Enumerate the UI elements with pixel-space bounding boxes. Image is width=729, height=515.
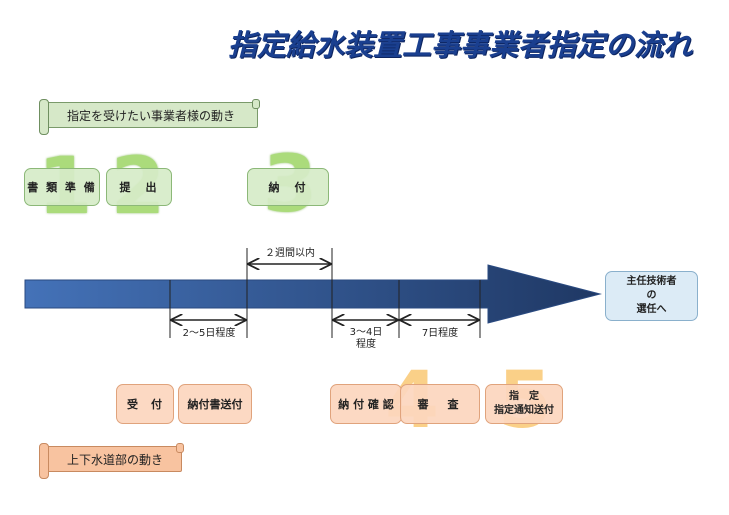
final-box-line2: の (646, 290, 657, 301)
step-label: 書 類 準 備 (27, 181, 97, 194)
applicant-label: 指定を受けたい事業者様の動き (67, 109, 236, 123)
step-submission: 提 出 (106, 168, 172, 206)
final-box-line1: 主任技術者 (626, 276, 677, 287)
step-reception: 受 付 (116, 384, 174, 424)
step-label: 納付書送付 (187, 398, 243, 411)
step-designation: 指 定 指定通知送付 (485, 384, 563, 424)
step-label-line2: 指定通知送付 (494, 405, 554, 416)
step-label: 納 付 (268, 181, 308, 194)
step-label-line1: 指 定 (509, 391, 539, 402)
step-payment-confirmation: 納 付 確 認 (330, 384, 402, 424)
period-label-3-4days: 3～4日 程度 (334, 327, 398, 351)
period-label-line2: 程度 (356, 339, 376, 350)
period-label-7days: 7日程度 (421, 328, 459, 339)
waterworks-label: 上下水道部の動き (67, 453, 164, 467)
step-review: 審 査 (400, 384, 480, 424)
page-title: 指定給水装置工事事業者指定の流れ (228, 28, 693, 62)
step-label: 提 出 (119, 181, 159, 194)
applicant-scroll-label: 指定を受けたい事業者様の動き (39, 99, 260, 135)
period-label-line1: 3～4日 (349, 327, 383, 338)
step-document-preparation: 書 類 準 備 (24, 168, 100, 206)
waterworks-scroll-label: 上下水道部の動き (39, 443, 184, 479)
final-box-line3: 選任へ (636, 304, 667, 315)
period-label-2-5days: 2～5日程度 (182, 328, 236, 339)
step-label: 納 付 確 認 (338, 398, 394, 411)
step-label: 審 査 (417, 398, 463, 411)
step-payment: 納 付 (247, 168, 329, 206)
period-label-2weeks: ２週間以内 (265, 248, 315, 259)
step-label: 受 付 (127, 398, 163, 411)
step-send-payment-slip: 納付書送付 (178, 384, 252, 424)
final-box-chief-engineer: 主任技術者 の 選任へ (605, 271, 698, 321)
timeline-arrow (24, 264, 602, 324)
